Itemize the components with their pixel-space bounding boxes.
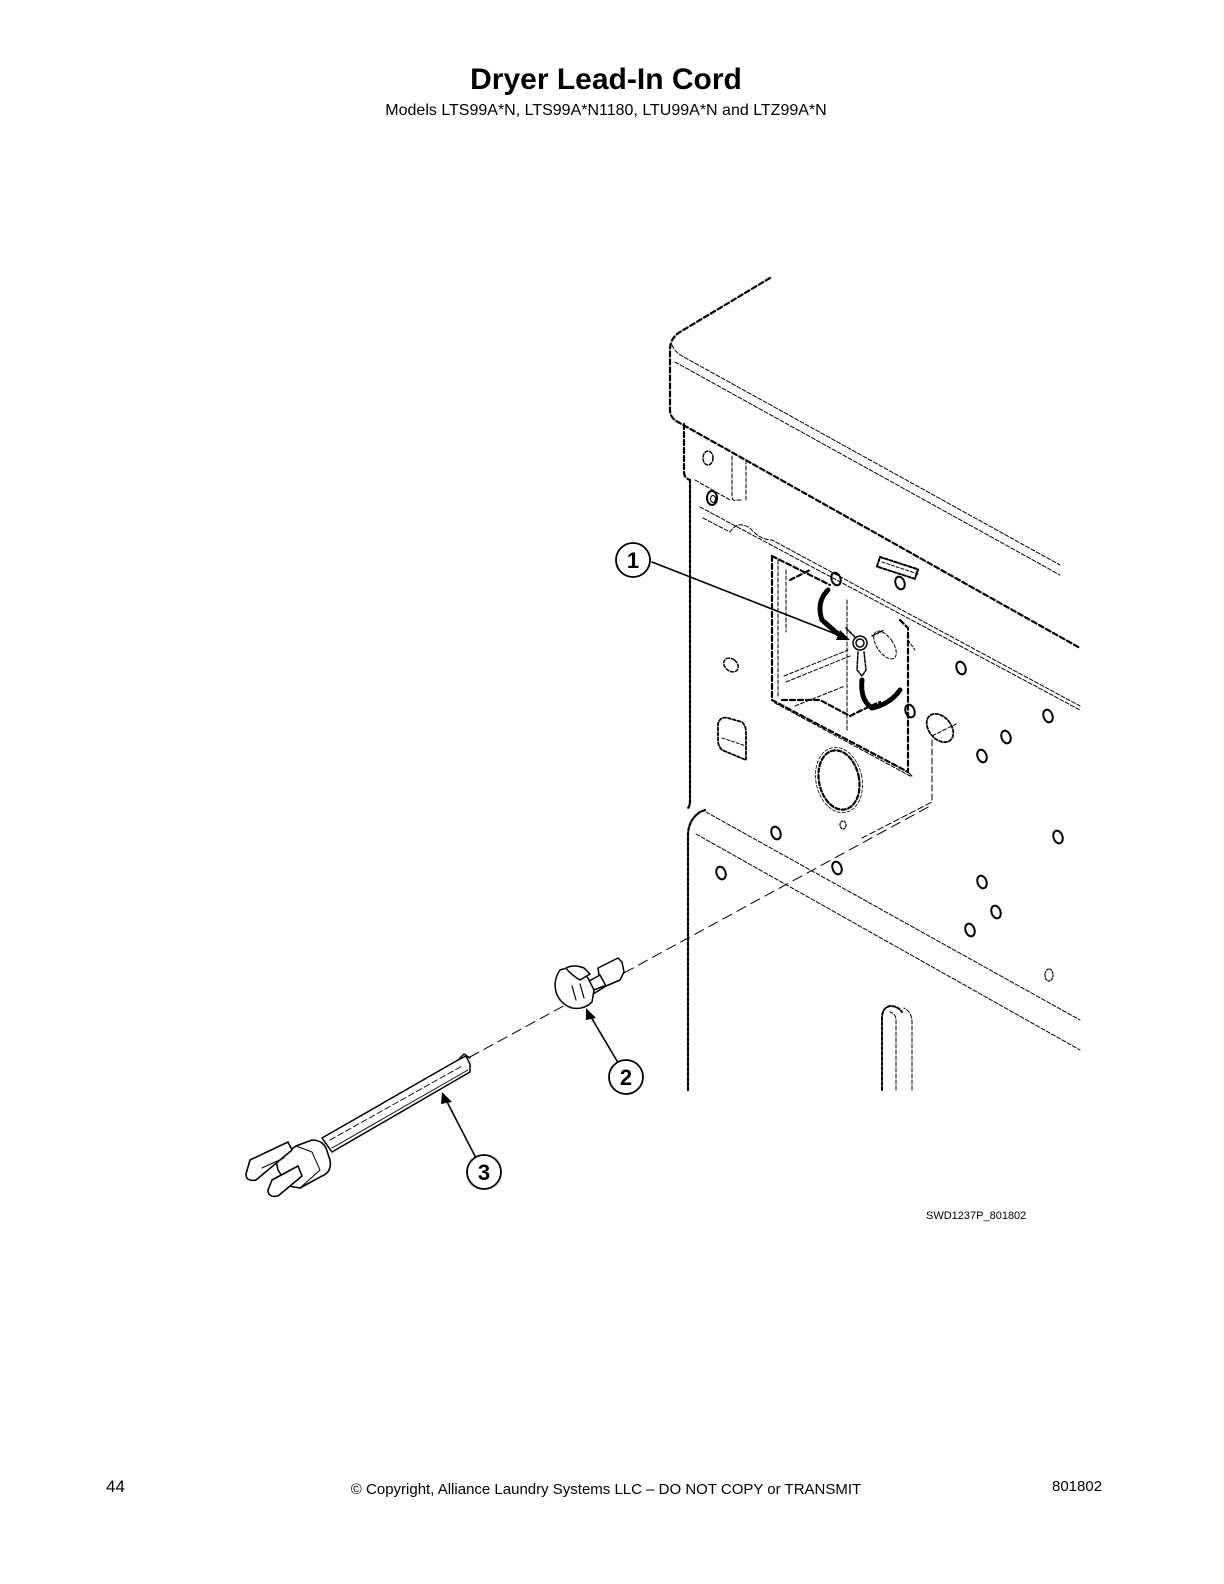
terminal-box [770, 554, 910, 774]
models-subtitle: Models LTS99A*N, LTS99A*N1180, LTU99A*N … [385, 102, 827, 119]
terminal-wire-upper [817, 587, 841, 637]
terminal-screw [845, 627, 885, 677]
lower-slot [881, 1005, 903, 1091]
callout-2-circle [608, 1059, 644, 1095]
callout-circles [466, 542, 651, 1190]
side-knockout [925, 712, 955, 744]
callout-2: 2 [620, 1065, 632, 1090]
small-fastener [839, 820, 847, 830]
terminal-wire-lower [859, 677, 903, 711]
small-fastener [1044, 968, 1054, 982]
cabinet-top-outline [668, 276, 1082, 650]
cabinet-top-edge-lines [671, 344, 1061, 576]
copyright-notice: © Copyright, Alliance Laundry Systems LL… [350, 1481, 862, 1498]
square-knockout [717, 716, 747, 761]
terminal-slot [873, 630, 897, 660]
lower-cabinet-lines [695, 811, 1081, 1051]
assembly-centerline [469, 805, 931, 1058]
side-bracket [907, 639, 916, 651]
callout-1-circle [615, 542, 651, 578]
callout-3: 3 [478, 1160, 490, 1185]
cord-knockout [817, 749, 861, 811]
power-cord [321, 1053, 471, 1153]
bracket-screw-hole [706, 490, 718, 506]
plug-head [245, 1139, 332, 1198]
terminal-box-inner-lines [774, 559, 913, 778]
page-number: 44 [106, 1477, 125, 1496]
leader-arrowheads [441, 630, 850, 1104]
callout-leaders [443, 561, 847, 1159]
rear-panel-left-edge [686, 478, 692, 810]
strain-relief-bushing [554, 957, 625, 1010]
callout-1: 1 [627, 548, 639, 573]
callout-3-circle [466, 1154, 502, 1190]
small-fastener [723, 657, 739, 673]
bracket-hole [702, 450, 714, 466]
rear-panel-bracket [694, 455, 1081, 711]
page-title: Dryer Lead-In Cord [470, 63, 742, 96]
mounting-holes [715, 571, 1064, 938]
document-number: 801802 [1052, 1478, 1103, 1495]
vent-slot [875, 555, 920, 580]
lower-cabinet-edge [686, 808, 707, 1092]
figure-id: SWD1237P_801802 [926, 1210, 1027, 1222]
